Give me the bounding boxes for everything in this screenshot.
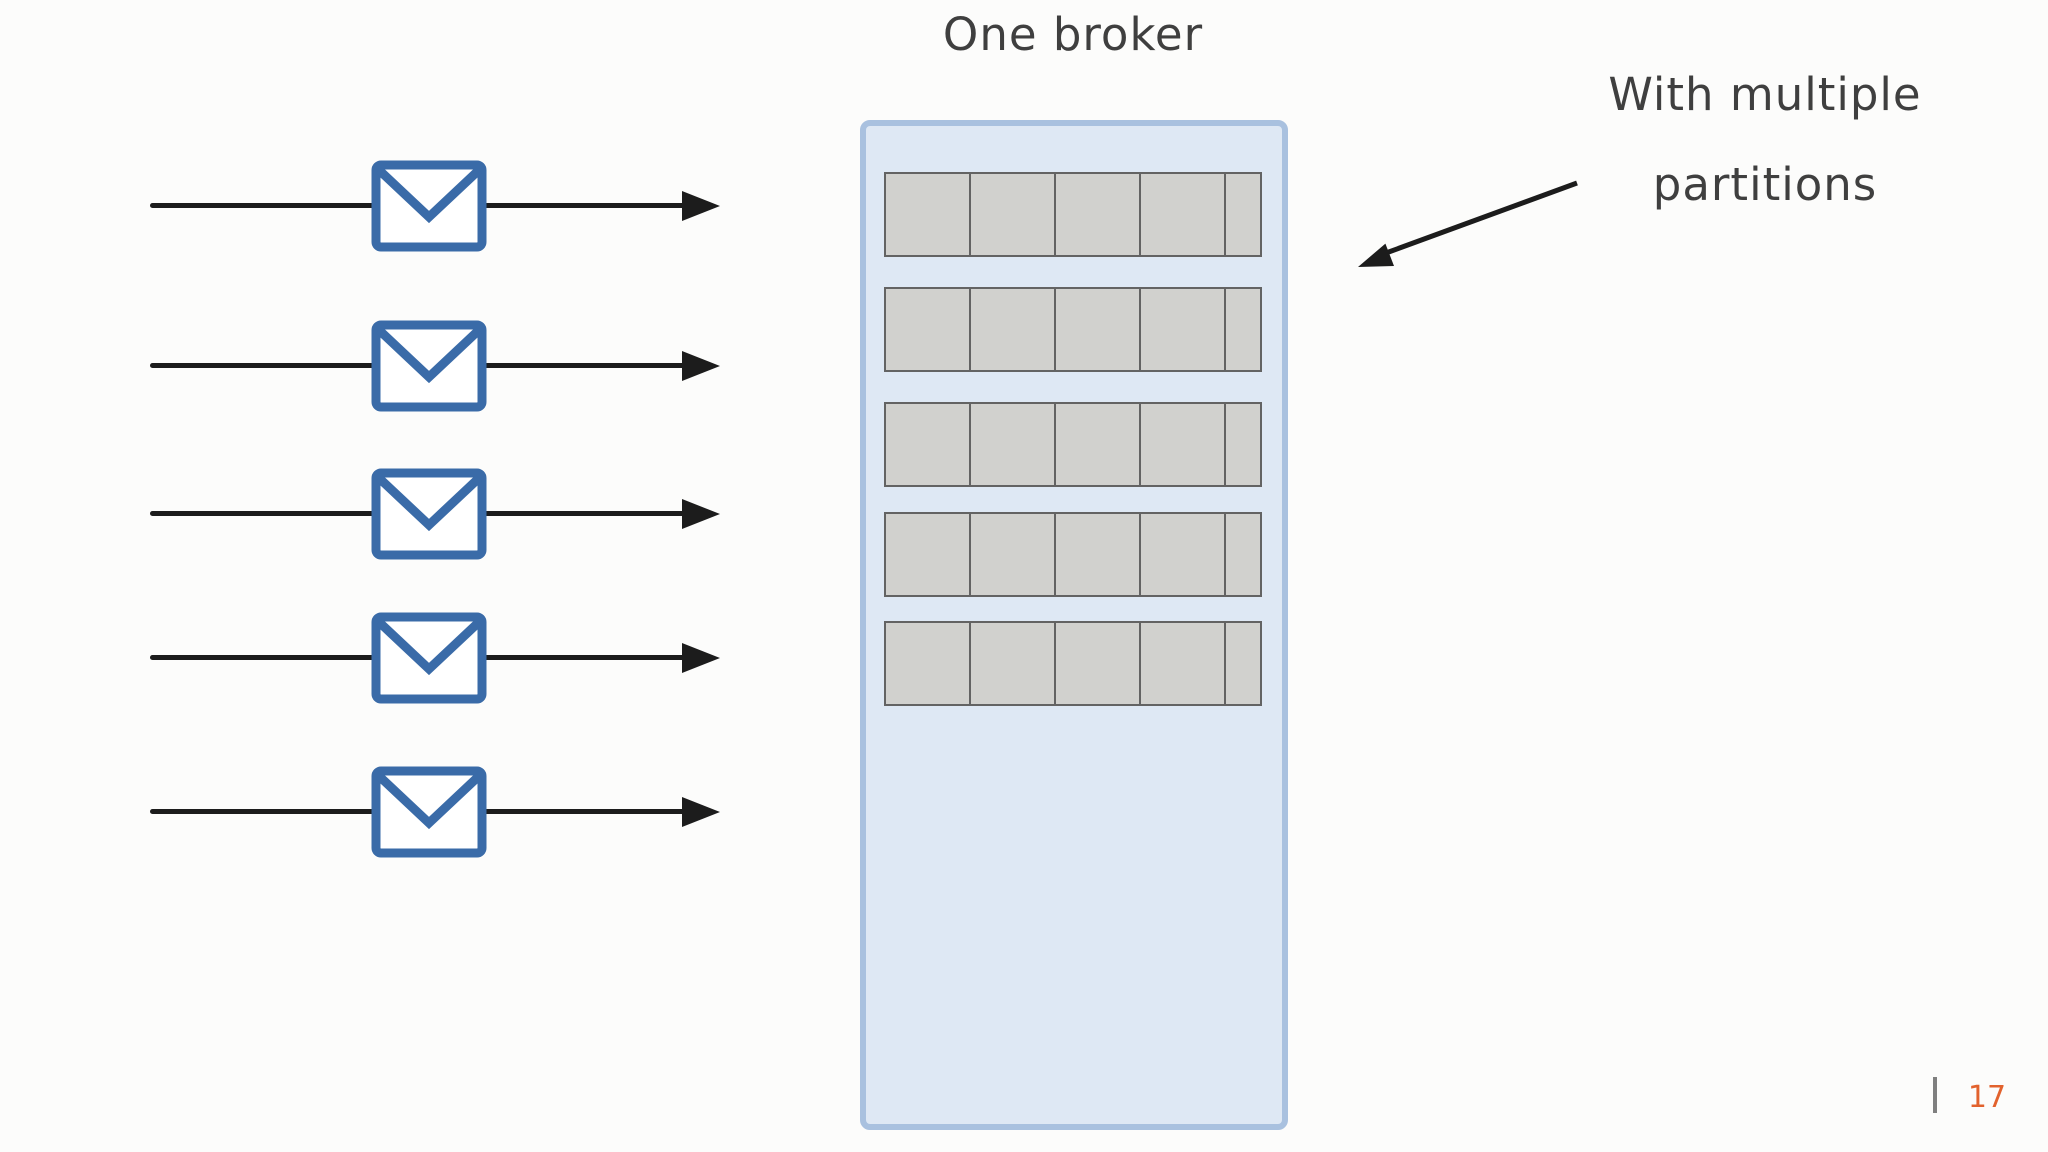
partition-cell (1139, 287, 1226, 372)
arrowhead-icon (682, 351, 720, 381)
arrowhead-icon (682, 191, 720, 221)
message-flow-row (150, 318, 720, 414)
annotation-line-2: partitions (1652, 158, 1878, 211)
partition-cell (1054, 172, 1141, 257)
envelope-icon (371, 468, 487, 560)
envelope-icon (371, 160, 487, 252)
broker-box (860, 120, 1288, 1130)
partition-cell (1139, 402, 1226, 487)
partition-cell (1054, 621, 1141, 706)
partition-cell (884, 512, 971, 597)
partition-row (884, 402, 1262, 487)
partition-cell (1054, 287, 1141, 372)
annotation-line-1: With multiple (1608, 68, 1922, 121)
arrowhead-icon (682, 643, 720, 673)
partition-cell (884, 621, 971, 706)
partition-cell (969, 172, 1056, 257)
page-number: 17 (1967, 1080, 2007, 1115)
partition-row (884, 512, 1262, 597)
message-flow-row (150, 764, 720, 860)
message-flow-row (150, 158, 720, 254)
envelope-icon (371, 320, 487, 412)
partition-row (884, 287, 1262, 372)
partition-cell (884, 287, 971, 372)
partition-cell (1224, 172, 1262, 257)
partition-row (884, 172, 1262, 257)
partition-cell (969, 621, 1056, 706)
footer-divider (1933, 1077, 1937, 1113)
partition-cell (1139, 512, 1226, 597)
partition-cell (1224, 512, 1262, 597)
partition-cell (884, 402, 971, 487)
partition-cell (969, 287, 1056, 372)
envelope-icon (371, 766, 487, 858)
partition-cell (1054, 512, 1141, 597)
partition-cell (1139, 621, 1226, 706)
arrowhead-icon (682, 499, 720, 529)
annotation-arrow-icon (1358, 180, 1578, 267)
partition-cell (969, 402, 1056, 487)
message-flow-row (150, 466, 720, 562)
partition-cell (1224, 287, 1262, 372)
partition-cell (1224, 402, 1262, 487)
annotation-text: With multiple partitions (1555, 50, 1975, 230)
envelope-icon (371, 612, 487, 704)
message-flow-row (150, 610, 720, 706)
broker-title: One broker (942, 8, 1204, 61)
partition-cell (1139, 172, 1226, 257)
arrowhead-icon (682, 797, 720, 827)
partition-cell (969, 512, 1056, 597)
partition-cell (884, 172, 971, 257)
partition-row (884, 621, 1262, 706)
partition-cell (1054, 402, 1141, 487)
partition-cell (1224, 621, 1262, 706)
